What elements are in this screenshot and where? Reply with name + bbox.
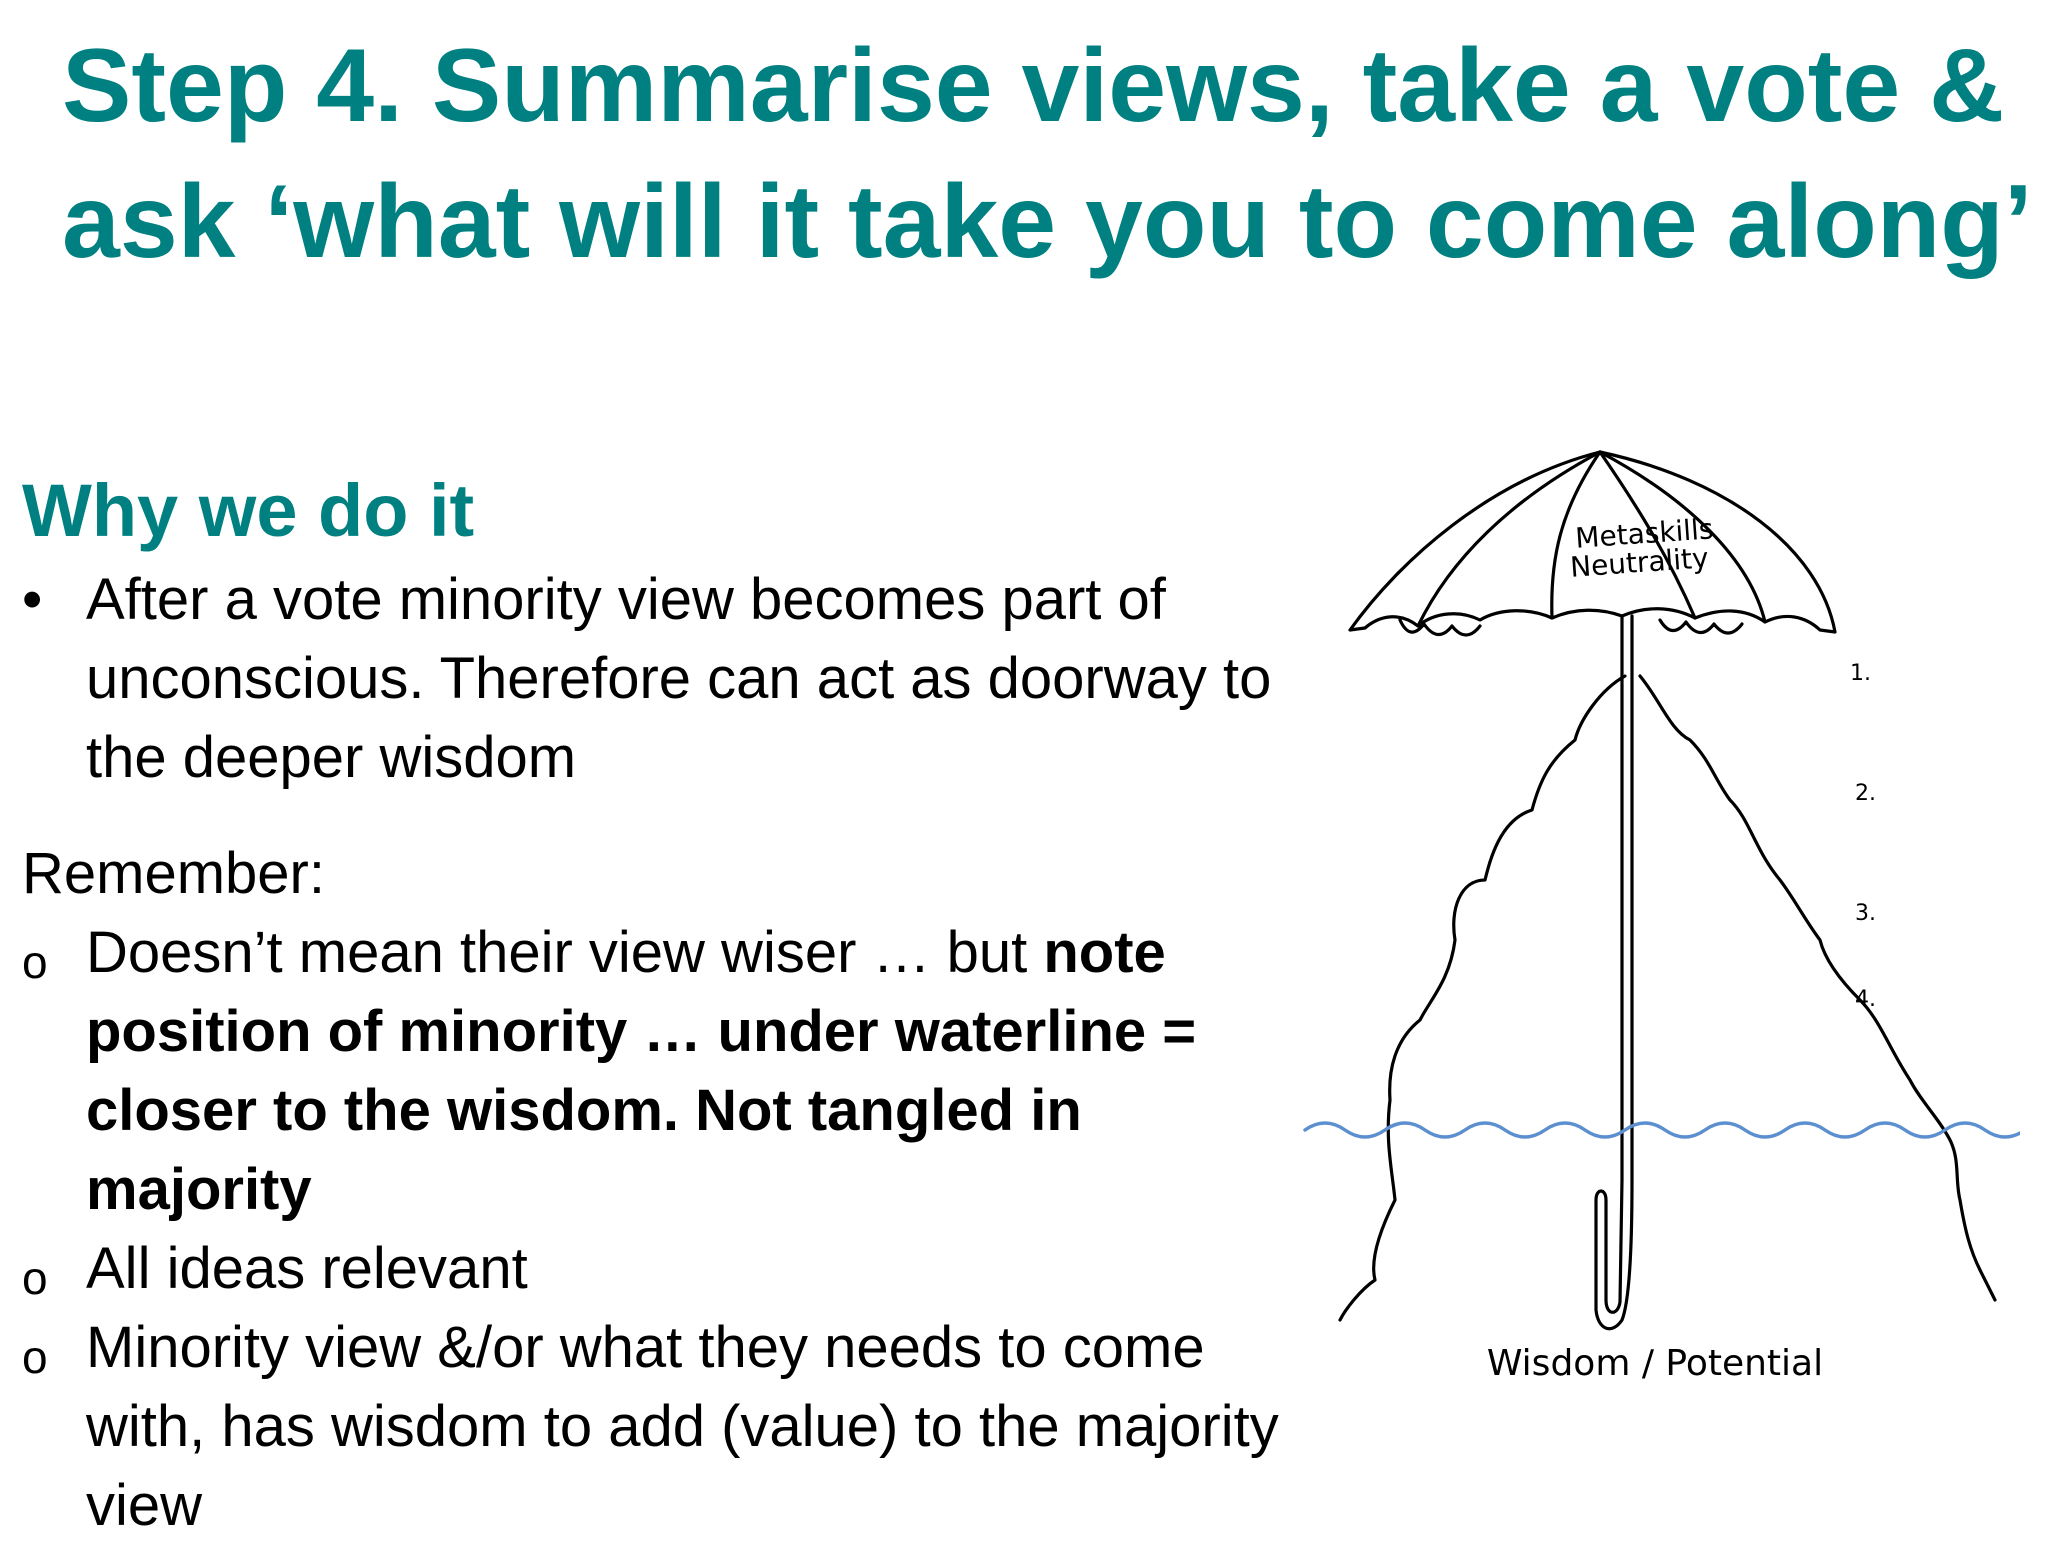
- bullet-dot-icon: •: [22, 567, 43, 632]
- point-text: Doesn’t mean their view wiser … but: [86, 920, 1044, 985]
- remember-point-list: o Doesn’t mean their view wiser … but no…: [22, 913, 1322, 1545]
- circle-bullet-icon: o: [22, 1331, 48, 1383]
- umbrella-rib: [1598, 450, 1697, 620]
- level-marker: 2.: [1855, 781, 1876, 806]
- why-bullet-list: • After a vote minority view becomes par…: [22, 560, 1322, 797]
- point-bold-text: note position of minority … under waterl…: [86, 920, 1197, 1222]
- level-marker: 4.: [1855, 987, 1876, 1012]
- umbrella-canopy: [1348, 450, 1837, 634]
- why-we-do-it-heading: Why we do it: [22, 469, 475, 552]
- circle-bullet-icon: o: [22, 936, 48, 988]
- iceberg-outline: [1638, 674, 1997, 1302]
- point-item-minority-position: o Doesn’t mean their view wiser … but no…: [22, 913, 1322, 1229]
- wisdom-potential-label: Wisdom / Potential: [1487, 1343, 1823, 1384]
- umbrella-rib: [1416, 450, 1602, 628]
- level-marker: 3.: [1855, 901, 1876, 926]
- slide-title: Step 4. Summarise views, take a vote & a…: [62, 28, 2033, 280]
- umbrella-iceberg-diagram: Metaskills Neutrality 1. 2. 3. 4. Wisdom…: [1303, 450, 2020, 1384]
- bullet-item: • After a vote minority view becomes par…: [22, 560, 1322, 797]
- point-text: Minority view &/or what they needs to co…: [86, 1315, 1279, 1538]
- umbrella-rib: [1598, 450, 1767, 624]
- umbrella-rib: [1550, 450, 1602, 620]
- bullet-text: After a vote minority view becomes part …: [86, 567, 1272, 790]
- point-item-minority-wisdom: o Minority view &/or what they needs to …: [22, 1308, 1322, 1545]
- remember-label: Remember:: [22, 841, 325, 906]
- point-item-all-ideas: o All ideas relevant: [22, 1229, 1322, 1308]
- iceberg-outline: [1338, 674, 1627, 1322]
- waterline: [1303, 1121, 2020, 1139]
- umbrella-scallops: [1398, 618, 1744, 637]
- circle-bullet-icon: o: [22, 1252, 48, 1304]
- level-marker: 1.: [1850, 661, 1871, 686]
- umbrella-shaft: [1594, 614, 1634, 1331]
- point-text: All ideas relevant: [86, 1236, 528, 1301]
